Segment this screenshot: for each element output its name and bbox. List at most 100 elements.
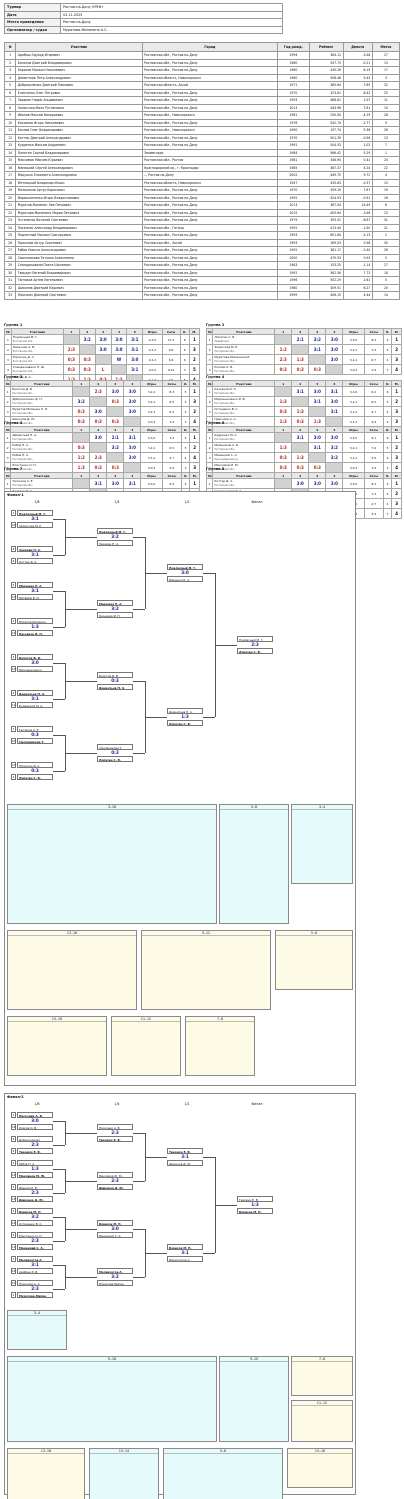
group-result-cell[interactable]: 3:0 [89,432,108,443]
group-result-cell[interactable]: 3:0 [110,344,128,355]
bracket-player-a[interactable]: Болотов Д. В. [97,672,133,678]
group-result-cell[interactable]: 3:1 [325,386,344,397]
bracket-player-b[interactable]: Манецкий С. А. [17,1244,53,1250]
group-result-cell[interactable]: 1:3 [291,452,310,463]
bracket-player-b[interactable]: Максимов М. Ю. [17,1172,53,1178]
bracket-player-a[interactable]: Тютюков А. Е. [17,726,53,732]
group-result-cell[interactable]: 1:3 [291,406,310,417]
bracket-player-a[interactable]: Борисов М. Н. [167,1244,203,1250]
group-result-cell[interactable]: 3:0 [123,442,142,453]
bracket-player-b[interactable]: Манецкий С. А. [97,1232,133,1238]
group-result-cell[interactable]: 3:2 [325,442,344,453]
group-player[interactable]: Касьянов И. Н.Ростовская обл., [212,386,276,397]
group-player[interactable]: Манецкий С. А.Краснодарский кр., [212,452,276,463]
bracket-player-b[interactable]: Твердун Е. В. [17,1148,53,1154]
bracket-player-a[interactable]: Муратов-Мипенин [17,618,53,624]
group-player[interactable]: Рябов Н. А.Ростовская обл., [10,442,74,453]
group-result-cell[interactable]: 3:0 [94,334,112,345]
group-result-cell[interactable]: 3:1 [123,432,142,443]
group-result-cell[interactable]: 3:1 [308,344,327,355]
group-result-cell[interactable]: 0:3 [291,364,310,375]
group-result-cell[interactable]: 3:0 [94,344,112,355]
bracket-player-b[interactable]: Лопатин С. В. [237,648,273,654]
bracket-player-a[interactable]: Твердун Е. В. [167,1148,203,1154]
group-result-cell[interactable]: 3:1 [308,396,327,407]
group-result-cell[interactable]: 0:3 [274,364,293,375]
group-result-cell[interactable]: 3:1 [89,478,108,489]
group-result-cell[interactable]: 3:2 [72,396,91,407]
group-player[interactable]: Коттер Д. А.Ростовская обл., [212,478,276,489]
bracket-player-b[interactable]: Марушко Е. А. [167,576,203,582]
group-player[interactable]: Пасечник А. В.Ростовская обл., [10,344,64,355]
group-player[interactable]: Останенко В. С.Ростовская обл., [212,406,276,417]
bracket-player-b[interactable]: Шиконов Д. Ю. [167,1160,203,1166]
group-result-cell[interactable]: 0:3 [78,354,96,365]
bracket-player-a[interactable]: Твердун Е. В. [237,1196,273,1202]
group-result-cell[interactable]: 3:1 [126,364,144,375]
group-result-cell[interactable]: 3:2 [78,334,96,345]
bracket-player-b[interactable]: Лопатин С. В. [167,720,203,726]
group-result-cell[interactable]: 3:0 [106,478,125,489]
bracket-player-b[interactable]: Твердун Е. В. [97,1136,133,1142]
group-result-cell[interactable]: 3:0 [123,406,142,417]
group-player[interactable]: Доброхоленко Д. П.Ростовская обл., [10,396,74,407]
bracket-player-a[interactable]: Максимов М. Ю. [97,1172,133,1178]
group-player[interactable]: Муратова-Мипенина М.Ростовская обл., [212,354,276,365]
bracket-player-b[interactable]: Мирошниченко [17,666,53,672]
group-result-cell[interactable]: 1:3 [274,396,293,407]
group-result-cell[interactable]: 3:1 [291,432,310,443]
bracket-player-a[interactable]: Мелихсетов А. [17,1256,53,1262]
group-result-cell[interactable]: 1:2 [274,344,293,355]
bracket-player-a[interactable]: Иванов М. В. [17,1184,53,1190]
group-result-cell[interactable]: L [94,364,112,375]
bracket-player-b[interactable]: Лопатин С. В. [17,774,53,780]
group-result-cell[interactable]: 3:0 [308,478,327,489]
bracket-player-a[interactable]: Болотов Д. В. [17,654,53,660]
group-result-cell[interactable]: 3:0 [89,406,108,417]
bracket-player-a[interactable]: Доброхоленко [17,1136,53,1142]
bracket-player-b[interactable]: Мелихсетов А. [167,1256,203,1262]
bracket-player-a[interactable]: Пасечник А. В. [17,1112,53,1118]
group-result-cell[interactable]: 2:3 [89,452,108,463]
bracket-player-b[interactable]: Будденкой М. А. [17,702,53,708]
group-result-cell[interactable]: 0:3 [72,406,91,417]
group-player[interactable]: Подлесный М. Г.Ростовская обл., [10,334,64,345]
group-result-cell[interactable]: 0:3 [78,364,96,375]
group-result-cell[interactable]: 3:1 [325,406,344,417]
bracket-player-a[interactable]: Смоляникова Т. [97,744,133,750]
group-player[interactable]: Тютюков А. Е.Ростовская обл., [10,478,74,489]
bracket-player-a[interactable]: Борисов М. Н. [17,1208,53,1214]
bracket-player-b[interactable]: Метвейд В. И. [17,594,53,600]
bracket-player-a[interactable]: Мелихсетов А. [97,1268,133,1274]
group-result-cell[interactable]: 3:0 [308,386,327,397]
bracket-player-b[interactable]: Адабаш Э. И. [17,1268,53,1274]
bracket-player-a[interactable]: Подлесный М. Г. [237,636,273,642]
bracket-player-a[interactable]: Борисов М. Н. [97,1220,133,1226]
group-result-cell[interactable]: 3:0 [110,334,128,345]
group-result-cell[interactable]: 3:2 [106,442,125,453]
group-result-cell[interactable]: 0:3 [72,442,91,453]
group-result-cell[interactable]: 0:3 [62,364,80,375]
bracket-player-a[interactable]: Юрочкин Д. С. [17,762,53,768]
bracket-player-a[interactable]: Захарин Н. А. [17,546,53,552]
group-result-cell[interactable]: 2:3 [89,386,108,397]
group-result-cell[interactable]: 3:0 [126,354,144,365]
bracket-player-a[interactable]: Прасолов А. С. [17,1280,53,1286]
bracket-player-a[interactable]: Марушко Е. А. [17,582,53,588]
bracket-player-b[interactable]: Козлов О. В. [17,1124,53,1130]
